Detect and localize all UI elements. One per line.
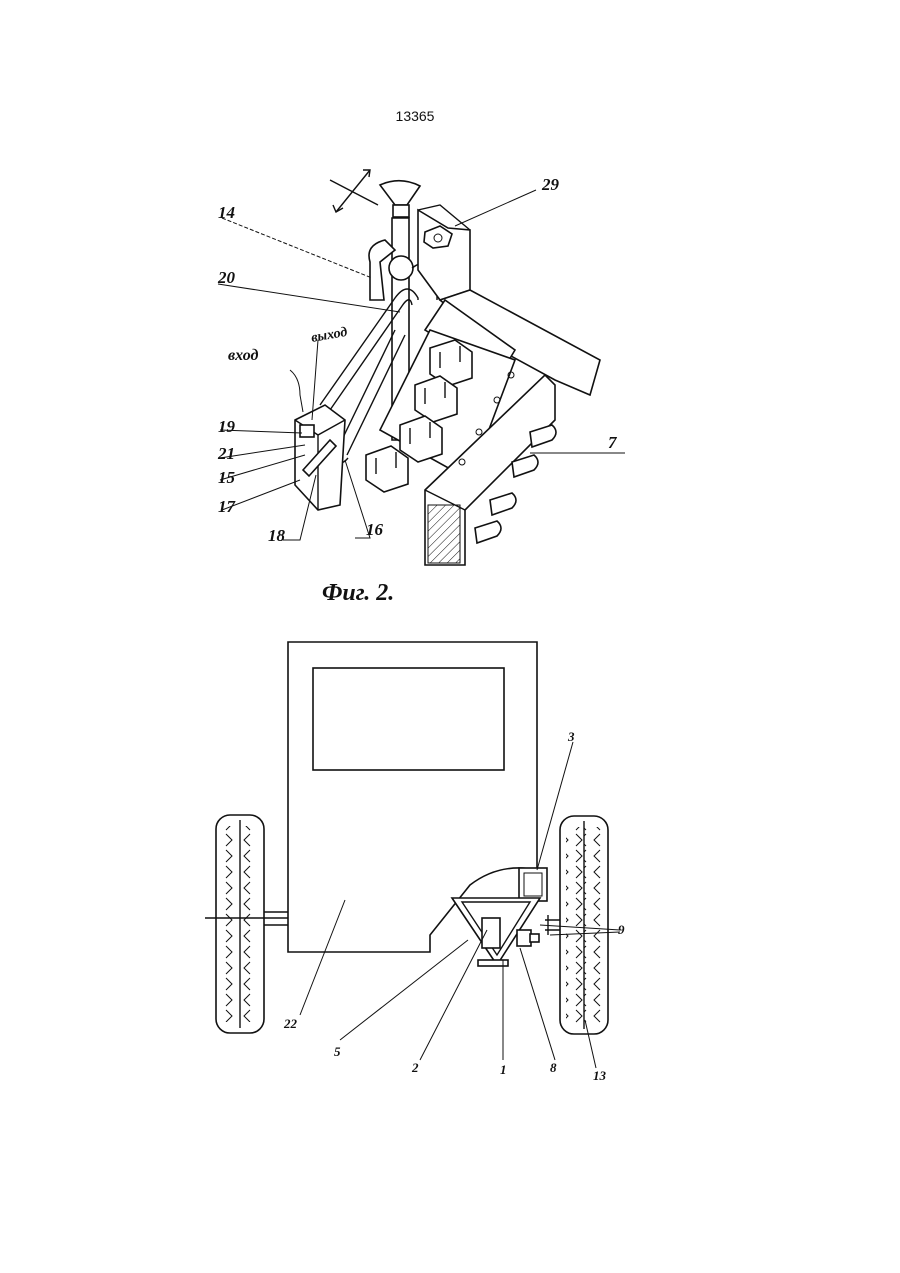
valve-box xyxy=(295,405,345,510)
label-18: 18 xyxy=(268,526,286,545)
label-21: 21 xyxy=(217,444,235,463)
handle-knob xyxy=(380,181,420,217)
label-17: 17 xyxy=(218,497,237,516)
figure-2: 14 20 29 7 вход выход 19 21 15 17 18 16 … xyxy=(217,170,625,606)
label-1: 1 xyxy=(500,1062,507,1077)
label-8: 8 xyxy=(550,1060,557,1075)
right-wheel xyxy=(560,816,608,1034)
cab-window xyxy=(313,668,504,770)
left-wheel xyxy=(216,815,264,1033)
label-3: 3 xyxy=(567,729,575,744)
label-7: 7 xyxy=(608,433,618,452)
figure-3: 3 9 22 5 2 1 8 13 xyxy=(205,642,625,1083)
label-14: 14 xyxy=(218,203,235,222)
label-2: 2 xyxy=(411,1060,419,1075)
element-2 xyxy=(482,918,500,948)
figure-2-caption: Фиг. 2. xyxy=(322,580,394,606)
motion-arrow xyxy=(330,170,378,212)
label-15: 15 xyxy=(218,468,236,487)
top-block xyxy=(418,205,470,300)
label-9: 9 xyxy=(618,922,625,937)
label-19: 19 xyxy=(218,417,236,436)
element-8 xyxy=(517,930,539,946)
label-vhod: вход xyxy=(228,347,259,364)
label-13: 13 xyxy=(593,1068,607,1083)
label-22: 22 xyxy=(283,1016,298,1031)
label-20: 20 xyxy=(217,268,236,287)
label-5: 5 xyxy=(334,1044,341,1059)
label-vyhod: выход xyxy=(310,325,348,346)
label-16: 16 xyxy=(366,520,384,539)
label-29: 29 xyxy=(541,175,560,194)
